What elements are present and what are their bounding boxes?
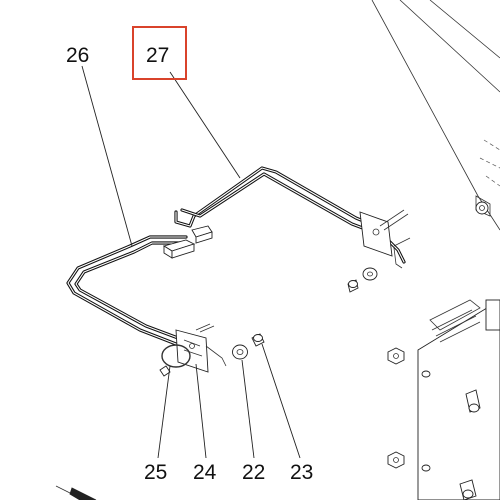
callout-22: 22 (242, 461, 265, 484)
leader-lines (81, 65, 301, 459)
nut-lower (387, 451, 405, 469)
wire-harness-26 (66, 235, 196, 346)
leader-27 (169, 71, 241, 179)
callout-24: 24 (193, 461, 217, 484)
bracket-plate-lower (175, 323, 227, 373)
spacer-23 (251, 333, 265, 347)
callout-26: 26 (66, 44, 89, 67)
callout-27: 27 (146, 44, 169, 67)
leader-22 (241, 359, 255, 459)
leader-23 (261, 343, 301, 459)
callout-23: 23 (290, 461, 313, 484)
circuit-board (417, 299, 500, 500)
leader-24 (195, 363, 207, 459)
cable-tie-25 (159, 344, 191, 377)
callout-25: 25 (144, 461, 167, 484)
screw-upper (347, 279, 359, 293)
leader-25 (157, 365, 171, 459)
chassis-right (371, 0, 500, 231)
connector-bottom-left (55, 485, 97, 500)
nut-upper (387, 347, 405, 365)
washer-22 (232, 344, 248, 360)
bracket-plate-upper (359, 209, 411, 269)
wire-harness-27 (174, 166, 406, 264)
callout-27-highlight-box (132, 26, 187, 80)
leader-26 (81, 65, 133, 247)
washer-upper (362, 267, 378, 281)
